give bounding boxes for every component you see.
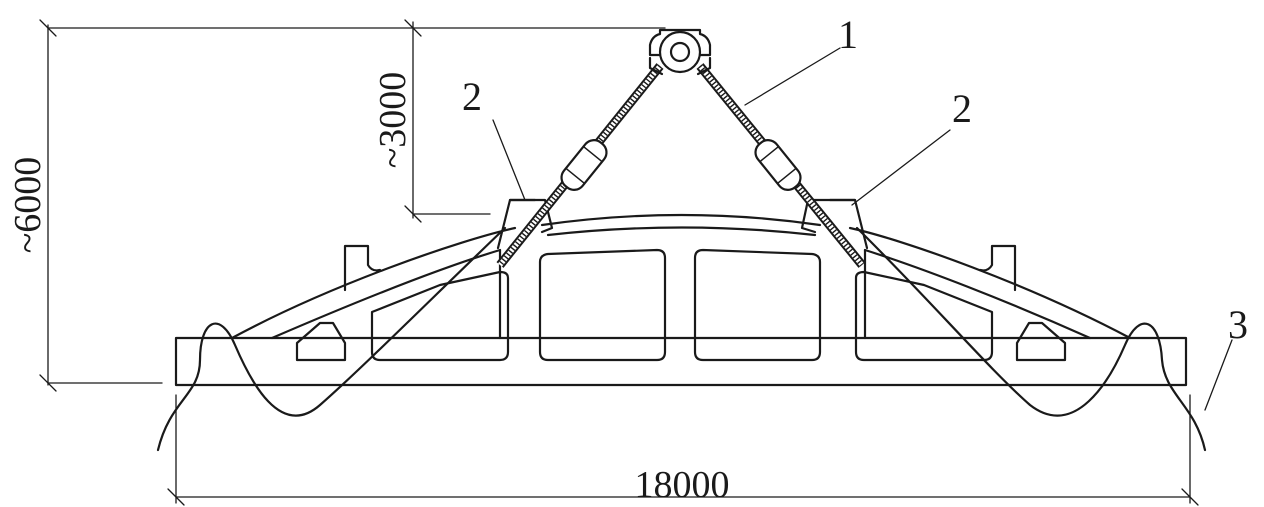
dimension-total-height (39, 19, 666, 392)
bottom-chord (174, 336, 1188, 387)
dimension-span-label: 18000 (635, 464, 730, 506)
label-part-3: 3 (1228, 302, 1248, 347)
leader-2-right (851, 129, 951, 206)
dimension-sling-height-label: ~3000 (372, 72, 414, 169)
roof-truss (174, 213, 1188, 387)
opening-left-large (370, 270, 510, 362)
left-lug (343, 244, 382, 292)
top-chord-left-inner (270, 248, 502, 340)
top-chord-middle (540, 213, 822, 227)
leader-3 (1204, 339, 1233, 411)
hook-shackle (648, 28, 712, 76)
guide-rope-right (855, 226, 1207, 452)
center-panel-left (538, 248, 667, 362)
label-part-2-left: 2 (462, 74, 482, 119)
guide-rope-left (156, 226, 507, 452)
top-chord-middle-inner (546, 226, 817, 237)
opening-right-large (854, 270, 994, 362)
center-panel-right (693, 248, 822, 362)
opening-left-small (295, 321, 347, 362)
top-chord-left-outer (230, 226, 517, 340)
dimension-total-height-label: ~6000 (7, 157, 49, 254)
label-part-1: 1 (838, 12, 858, 57)
top-chord-right-outer (848, 226, 1132, 340)
turnbuckle-left (560, 139, 608, 191)
right-lug (978, 244, 1017, 292)
shoulder-pad-left (496, 198, 554, 250)
opening-right-small (1015, 321, 1067, 362)
turnbuckle-right (754, 139, 802, 191)
dimension-sling-height (404, 19, 491, 223)
leader-1 (744, 47, 841, 106)
label-part-2-right: 2 (952, 86, 972, 131)
top-chord-right-inner (863, 248, 1092, 340)
leader-2-left (492, 119, 526, 201)
